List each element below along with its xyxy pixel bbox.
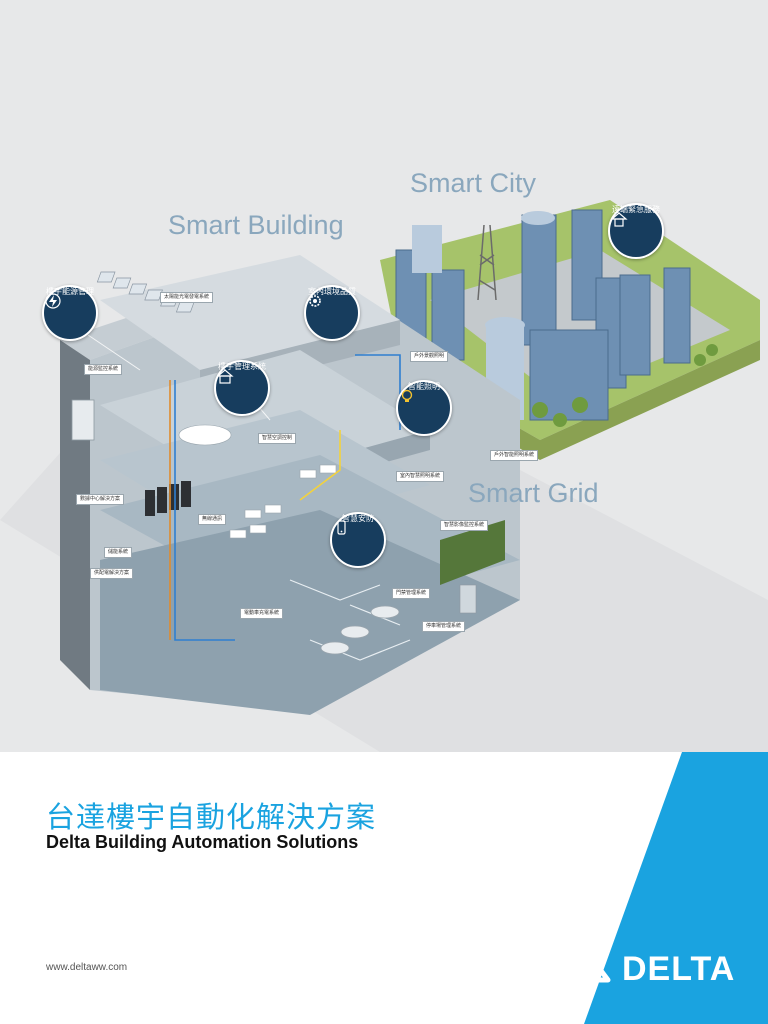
isometric-building-illustration bbox=[60, 200, 760, 715]
smart-building-label: Smart Building bbox=[168, 210, 344, 240]
tag-power-distribution: 供配電解決方案 bbox=[90, 568, 134, 579]
tag-access-control: 門禁管理系統 bbox=[392, 588, 431, 599]
tag-ev-charging: 電動車充電系統 bbox=[240, 608, 284, 619]
phone-icon bbox=[337, 520, 346, 535]
home-icon bbox=[610, 212, 628, 227]
title-chinese: 台達樓宇自動化解決方案 bbox=[46, 800, 377, 834]
badge-label: 智能照明 bbox=[408, 382, 440, 391]
badge-label: 智慧安防 bbox=[342, 514, 374, 523]
lightbulb-icon bbox=[401, 389, 413, 402]
building-icon bbox=[216, 369, 234, 384]
tag-outdoor-landscape: 戶外景觀照明 bbox=[410, 351, 449, 362]
hero-illustration: Smart Building Smart City Smart Grid 樓宇能… bbox=[0, 0, 768, 752]
tag-data-center: 數據中心解決方案 bbox=[76, 494, 125, 505]
website-link[interactable]: www.deltaww.com bbox=[46, 962, 128, 973]
tag-video-surveillance: 智慧影像監控系統 bbox=[440, 520, 489, 531]
blue-triangle-background bbox=[545, 752, 768, 1024]
tag-parking: 停車場管理系統 bbox=[422, 621, 466, 632]
badge-label: 遠端緊急服務 bbox=[612, 205, 660, 214]
remote-emergency-badge: 遠端緊急服務 bbox=[608, 203, 664, 259]
bottom-panel: 台達樓宇自動化解決方案 Delta Building Automation So… bbox=[0, 752, 768, 1024]
indoor-environment-badge: 室內環境品質 bbox=[304, 285, 360, 341]
badge-label: 樓宇能源管理 bbox=[46, 287, 94, 296]
gear-icon bbox=[309, 295, 321, 307]
title-english: Delta Building Automation Solutions bbox=[46, 832, 359, 852]
tag-outdoor-lighting: 戶外智能照明系統 bbox=[490, 450, 539, 461]
smart-city-label: Smart City bbox=[410, 168, 537, 198]
tag-wireless: 無線通訊 bbox=[198, 514, 227, 525]
tag-solar: 太陽能光電發電系統 bbox=[160, 292, 214, 303]
smart-security-badge: 智慧安防 bbox=[330, 512, 386, 568]
smart-lighting-badge: 智能照明 bbox=[396, 380, 452, 436]
energy-management-badge: 樓宇能源管理 bbox=[42, 285, 98, 341]
tag-energy-monitoring: 能源監控系統 bbox=[84, 364, 123, 375]
smart-grid-label: Smart Grid bbox=[468, 478, 599, 508]
delta-logo-mark bbox=[545, 937, 611, 983]
badge-label: 室內環境品質 bbox=[308, 287, 356, 296]
lightning-icon bbox=[45, 293, 61, 309]
badge-label: 樓宇管理系統 bbox=[218, 362, 266, 371]
tag-indoor-lighting: 室內智慧照明系統 bbox=[396, 471, 445, 482]
tag-smart-hvac: 智慧空調控制 bbox=[258, 433, 297, 444]
delta-logo-text: DELTA bbox=[622, 950, 736, 988]
building-management-badge: 樓宇管理系統 bbox=[214, 360, 270, 416]
tag-energy-storage: 儲能系統 bbox=[104, 547, 133, 558]
